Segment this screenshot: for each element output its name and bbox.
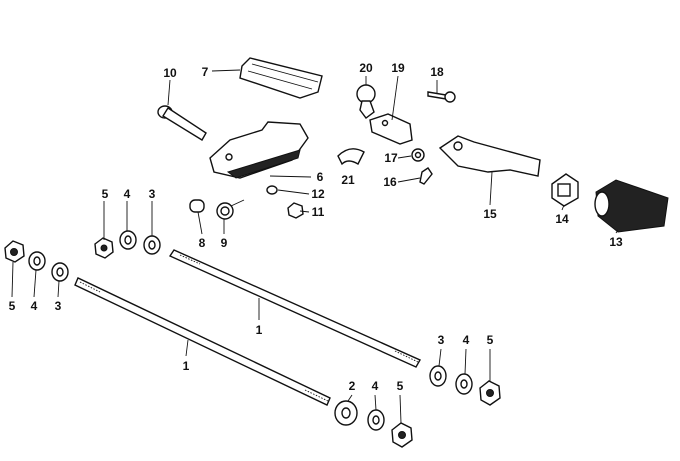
callout-9: 9 xyxy=(221,236,228,250)
callout-3-upper: 3 xyxy=(149,187,156,201)
callout-14: 14 xyxy=(555,212,569,226)
bracket-19 xyxy=(369,113,413,145)
callout-13: 13 xyxy=(609,235,623,249)
callout-1-upper: 1 xyxy=(256,323,263,337)
washer-3-left xyxy=(51,262,69,282)
callout-4-bottom: 4 xyxy=(372,379,379,393)
callout-3-right: 3 xyxy=(438,333,445,347)
spacer-2 xyxy=(334,400,358,426)
callout-17: 17 xyxy=(384,151,398,165)
nut-5-right xyxy=(479,380,501,406)
callout-4-right: 4 xyxy=(463,333,470,347)
callout-21: 21 xyxy=(341,173,355,187)
callout-3-left: 3 xyxy=(55,299,62,313)
callout-7: 7 xyxy=(202,65,209,79)
ring-17 xyxy=(411,148,425,162)
callout-1-lower: 1 xyxy=(183,359,190,373)
callout-8: 8 xyxy=(199,236,206,250)
washer-4-bottom xyxy=(367,409,385,431)
spring-9 xyxy=(216,199,245,220)
washer-3-right xyxy=(429,365,447,387)
nut-5-bottom xyxy=(391,422,413,448)
callout-5-right: 5 xyxy=(487,333,494,347)
washer-4-upper xyxy=(119,230,137,250)
washer-12 xyxy=(266,185,278,195)
callout-16: 16 xyxy=(383,175,397,189)
footpeg-6 xyxy=(209,121,309,179)
nut-5-left xyxy=(4,240,25,263)
rod-lower xyxy=(74,277,331,406)
bushing-8 xyxy=(189,199,205,213)
leader-lines xyxy=(11,69,619,424)
bolt-10 xyxy=(157,105,207,141)
callout-11: 11 xyxy=(312,205,325,219)
callout-18: 18 xyxy=(430,65,444,79)
washer-4-left xyxy=(28,251,46,271)
callout-6: 6 xyxy=(317,170,324,184)
footrest-bracket-15 xyxy=(438,135,541,177)
insert-14 xyxy=(551,173,579,207)
callout-5-bottom: 5 xyxy=(397,379,404,393)
callout-10: 10 xyxy=(163,66,177,80)
pedal-rubber-7 xyxy=(239,57,323,99)
callout-12: 12 xyxy=(311,187,325,201)
callout-20: 20 xyxy=(359,61,373,75)
callout-5-left: 5 xyxy=(9,299,16,313)
rod-upper xyxy=(168,249,421,368)
washer-3-upper xyxy=(143,235,161,255)
pin-16 xyxy=(419,167,433,185)
callout-2: 2 xyxy=(349,379,356,393)
bolt-18 xyxy=(427,91,456,103)
callout-19: 19 xyxy=(391,61,405,75)
callout-5-upper: 5 xyxy=(102,187,109,201)
callout-4-left: 4 xyxy=(31,299,38,313)
nut-11 xyxy=(287,202,304,219)
nut-5-upper xyxy=(94,237,114,259)
washer-4-right xyxy=(455,373,473,395)
footrest-rubber-13 xyxy=(594,179,669,233)
callout-4-upper: 4 xyxy=(124,187,131,201)
part-21 xyxy=(337,148,365,166)
callout-15: 15 xyxy=(483,207,497,221)
ball-20 xyxy=(356,84,376,119)
